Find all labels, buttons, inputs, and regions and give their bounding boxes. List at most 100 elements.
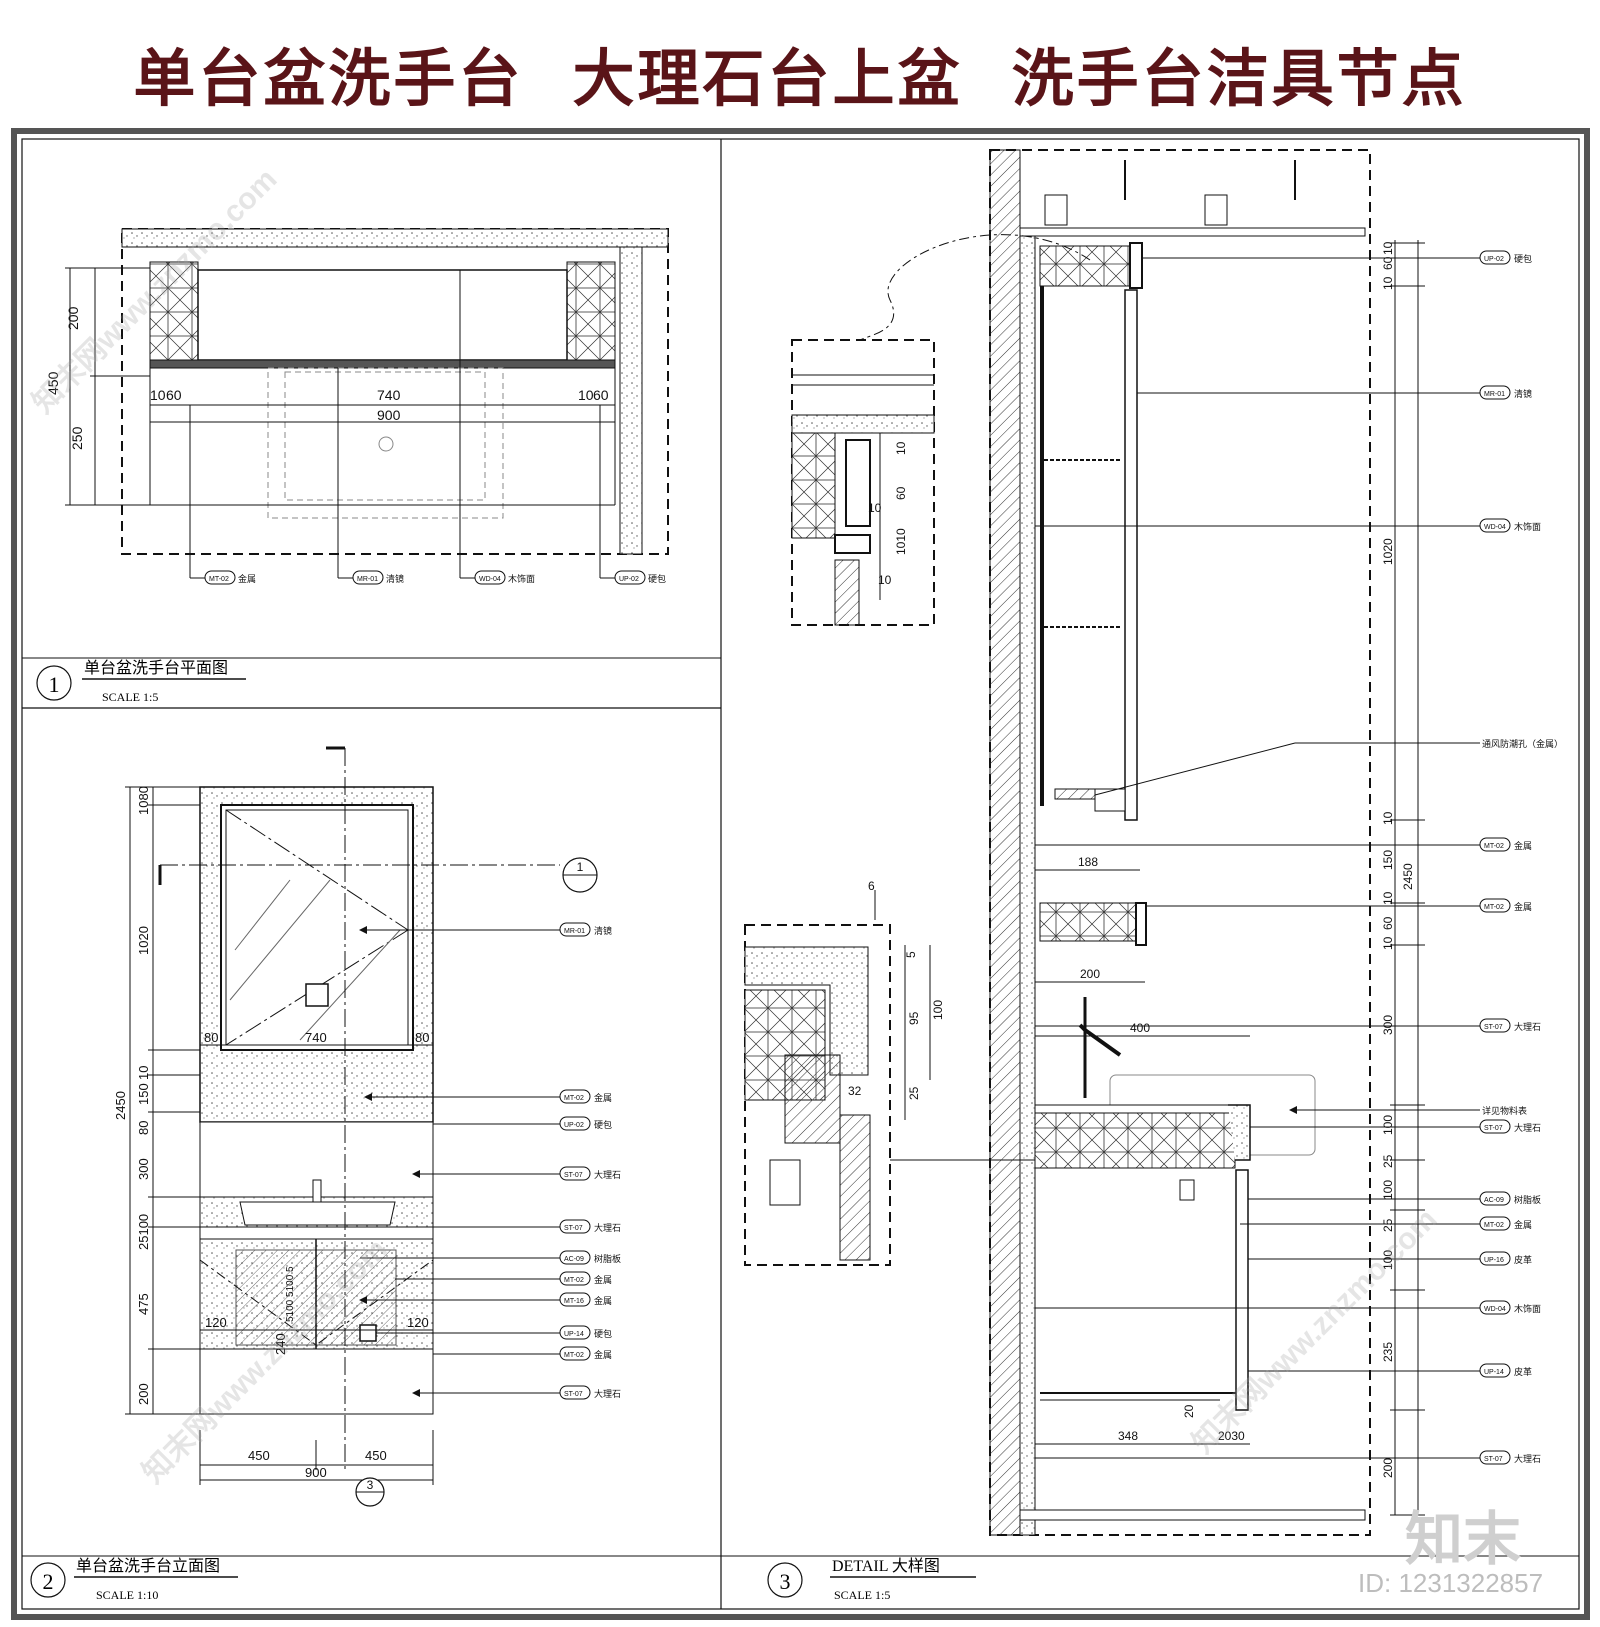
- svg-text:AC-09: AC-09: [1484, 1197, 1504, 1204]
- svg-text:32: 32: [848, 1084, 862, 1098]
- svg-text:95: 95: [907, 1011, 921, 1025]
- elevation-number: 2: [43, 1569, 54, 1594]
- svg-text:树脂板: 树脂板: [594, 1253, 621, 1264]
- svg-text:188: 188: [1078, 855, 1098, 869]
- svg-text:450: 450: [248, 1448, 270, 1463]
- svg-text:200: 200: [136, 1383, 151, 1405]
- svg-text:硬包: 硬包: [594, 1328, 612, 1339]
- svg-text:100: 100: [1381, 1180, 1395, 1200]
- material-tag: ST-07 大理石: [559, 1166, 621, 1181]
- svg-text:475: 475: [136, 1293, 151, 1315]
- dim-900: 900: [377, 407, 401, 423]
- svg-text:AC-09: AC-09: [564, 1256, 584, 1263]
- svg-text:大理石: 大理石: [594, 1169, 621, 1180]
- dim-200: 200: [65, 306, 81, 330]
- svg-text:60: 60: [1381, 256, 1395, 270]
- svg-text:金属: 金属: [1514, 1219, 1532, 1230]
- svg-text:ST-07: ST-07: [1484, 1024, 1503, 1031]
- svg-text:金属: 金属: [1514, 901, 1532, 912]
- material-tag: ST-07 大理石: [1479, 1450, 1541, 1465]
- material-tag: MT-02 金属: [559, 1346, 612, 1361]
- svg-text:MT-16: MT-16: [564, 1298, 584, 1305]
- svg-text:300: 300: [136, 1158, 151, 1180]
- elevation-scale: SCALE 1:10: [96, 1588, 158, 1602]
- svg-text:MT-02: MT-02: [564, 1277, 584, 1284]
- svg-text:2450: 2450: [1401, 863, 1415, 890]
- detail-dimensions: 10 60 10 1020 10 150 2450 10 60 10 300 1…: [1078, 241, 1415, 1478]
- sheet-title: 单台盆洗手台 大理石台上盆 洗手台洁具节点: [133, 42, 1467, 115]
- svg-text:皮革: 皮革: [1514, 1254, 1532, 1265]
- svg-text:ST-07: ST-07: [1484, 1125, 1503, 1132]
- svg-text:硬包: 硬包: [648, 573, 666, 584]
- material-tag: MT-02 金属: [1479, 837, 1532, 852]
- section-ref-number: 1: [577, 860, 584, 874]
- elevation-name: 单台盆洗手台立面图: [76, 1557, 220, 1575]
- svg-text:MR-01: MR-01: [1484, 391, 1505, 398]
- dim-60-left: 60: [166, 387, 182, 403]
- outer-frame: [11, 128, 1590, 1620]
- svg-text:木饰面: 木饰面: [1514, 1303, 1541, 1314]
- dim-250: 250: [69, 426, 85, 450]
- svg-text:树脂板: 树脂板: [1514, 1194, 1541, 1205]
- material-tag: WD-04 木饰面: [460, 570, 535, 585]
- section-ref-number-3: 3: [367, 1478, 374, 1492]
- svg-text:MT-02: MT-02: [1484, 904, 1504, 911]
- svg-text:80: 80: [136, 1121, 151, 1135]
- svg-text:10: 10: [868, 501, 882, 515]
- svg-text:10: 10: [1381, 811, 1395, 825]
- svg-text:清镜: 清镜: [1514, 388, 1532, 399]
- dim-10-left: 10: [150, 387, 166, 403]
- svg-text:UP-02: UP-02: [564, 1122, 584, 1129]
- svg-text:金属: 金属: [594, 1092, 612, 1103]
- svg-text:10: 10: [1381, 276, 1395, 290]
- svg-text:2030: 2030: [1218, 1429, 1245, 1443]
- svg-text:450: 450: [365, 1448, 387, 1463]
- plan-material-tags: MT-02 金属 MR-01 清镜 WD-04 木饰面 UP-02 硬包: [190, 570, 666, 585]
- plan-dimensions: 200 450 250 10 60 740 10 60 900: [45, 306, 609, 450]
- svg-text:清镜: 清镜: [386, 573, 404, 584]
- svg-text:100: 100: [931, 1000, 945, 1020]
- svg-text:25: 25: [1381, 1154, 1395, 1168]
- svg-text:10: 10: [1381, 936, 1395, 950]
- svg-text:80: 80: [204, 1030, 218, 1045]
- svg-text:240: 240: [273, 1333, 288, 1355]
- elevation-dimensions: 1080 1020 2450 10 150 80 300 25100 475 2…: [113, 786, 584, 1492]
- svg-text:ST-07: ST-07: [1484, 1456, 1503, 1463]
- elevation-title-block: 2 单台盆洗手台立面图 SCALE 1:10: [22, 1555, 721, 1602]
- svg-text:金属: 金属: [1514, 840, 1532, 851]
- svg-text:MT-02: MT-02: [1484, 843, 1504, 850]
- svg-text:120: 120: [407, 1315, 429, 1330]
- svg-text:10: 10: [136, 1066, 151, 1080]
- material-tag: MR-01 清镜: [1479, 385, 1532, 400]
- svg-text:木饰面: 木饰面: [1514, 521, 1541, 532]
- svg-text:MT-02: MT-02: [564, 1352, 584, 1359]
- svg-text:大理石: 大理石: [594, 1222, 621, 1233]
- svg-text:大理石: 大理石: [1514, 1453, 1541, 1464]
- svg-text:ST-07: ST-07: [564, 1172, 583, 1179]
- detail-scale: SCALE 1:5: [834, 1588, 890, 1602]
- svg-text:UP-16: UP-16: [1484, 1257, 1504, 1264]
- svg-text:ST-07: ST-07: [564, 1391, 583, 1398]
- svg-text:MT-02: MT-02: [564, 1095, 584, 1102]
- plan-title-block: 1 单台盆洗手台平面图 SCALE 1:5: [22, 657, 721, 704]
- material-note: 通风防潮孔（金属）: [1482, 738, 1563, 749]
- svg-text:10: 10: [1381, 241, 1395, 255]
- inset-detail-bottom: [744, 890, 931, 1266]
- svg-text:ST-07: ST-07: [564, 1225, 583, 1232]
- svg-text:400: 400: [1130, 1021, 1150, 1035]
- svg-text:348: 348: [1118, 1429, 1138, 1443]
- svg-text:金属: 金属: [238, 573, 256, 584]
- svg-text:1020: 1020: [1381, 538, 1395, 565]
- svg-text:120: 120: [205, 1315, 227, 1330]
- dim-60-right: 60: [593, 387, 609, 403]
- material-tag: MT-02 金属: [1479, 898, 1532, 913]
- svg-text:金属: 金属: [594, 1349, 612, 1360]
- svg-text:60: 60: [894, 486, 908, 500]
